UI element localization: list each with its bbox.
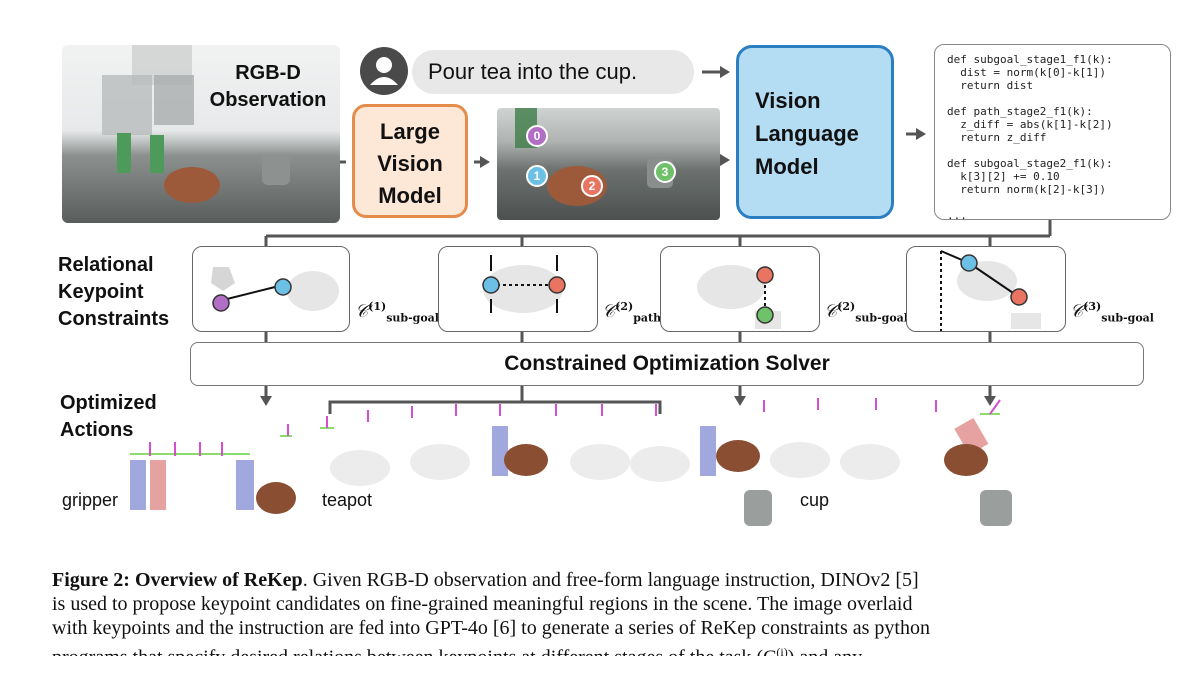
caption-title: Figure 2: Overview of ReKep — [52, 569, 303, 591]
vision-language-model-box: Vision Language Model — [736, 45, 894, 219]
keypoint-overlay-image: 0 1 2 3 — [497, 108, 720, 220]
actions-trajectory — [130, 386, 1012, 526]
svg-text:0: 0 — [534, 129, 541, 143]
svg-text:1: 1 — [534, 169, 541, 183]
caption-line-4-tail: ) and any — [788, 647, 862, 656]
gripper-label: gripper — [62, 490, 119, 510]
code-listing: def subgoal_stage1_f1(k): dist = norm(k[… — [947, 53, 1113, 222]
code-box: def subgoal_stage1_f1(k): dist = norm(k[… — [934, 44, 1171, 222]
flow-connectors — [264, 220, 1052, 342]
solver-label: Constrained Optimization Solver — [504, 352, 830, 375]
constraint-card-4 — [906, 246, 1066, 332]
keypoint-3: 3 — [654, 161, 676, 183]
instruction-text: Pour tea into the cup. — [428, 59, 638, 84]
svg-text:2: 2 — [589, 179, 596, 193]
constraint-card-2 — [438, 246, 598, 332]
constraint-label-3: 𝒞(2)sub-goal — [824, 300, 908, 325]
figure-caption: Figure 2: Overview of ReKep. Given RGB-D… — [52, 568, 1152, 656]
constraints-label: Relational Keypoint Constraints — [58, 254, 170, 330]
solver-box: Constrained Optimization Solver — [190, 342, 1144, 386]
caption-line-4: programs that specify desired relations … — [52, 647, 776, 656]
constraint-illustration-2 — [482, 255, 566, 313]
observation-scene — [102, 45, 290, 203]
teapot-label: teapot — [322, 490, 373, 510]
keypoint-0: 0 — [526, 125, 548, 147]
user-icon — [370, 57, 398, 85]
caption-sup: (i) — [776, 645, 788, 656]
caption-line-3: with keypoints and the instruction are f… — [52, 617, 930, 639]
cup-label: cup — [800, 490, 830, 510]
constraint-card-1 — [192, 246, 350, 332]
constraint-label-2: 𝒞(2)path — [602, 300, 662, 325]
constraint-illustration-4 — [940, 250, 1041, 331]
keypoint-2: 2 — [581, 175, 603, 197]
svg-text:3: 3 — [662, 165, 669, 179]
constraint-card-3 — [660, 246, 820, 332]
keypoint-scene: 0 1 2 3 — [515, 108, 676, 206]
observation-image — [62, 45, 340, 223]
caption-line-2: is used to propose keypoint candidates o… — [52, 593, 913, 615]
constraint-label-1: 𝒞(1)sub-goal — [355, 300, 439, 325]
actions-label: Optimized Actions — [60, 392, 157, 441]
large-vision-model-box: Large Vision Model — [352, 104, 468, 218]
constraint-illustration-3 — [697, 265, 781, 329]
observation-label: RGB-D Observation — [209, 62, 327, 111]
user-avatar — [360, 47, 408, 95]
constraint-illustration-1 — [211, 267, 339, 312]
instruction-bubble: Pour tea into the cup. — [412, 50, 694, 94]
constraint-label-4: 𝒞(3)sub-goal — [1070, 300, 1154, 325]
keypoint-1: 1 — [526, 165, 548, 187]
caption-line-1: . Given RGB-D observation and free-form … — [302, 569, 919, 591]
